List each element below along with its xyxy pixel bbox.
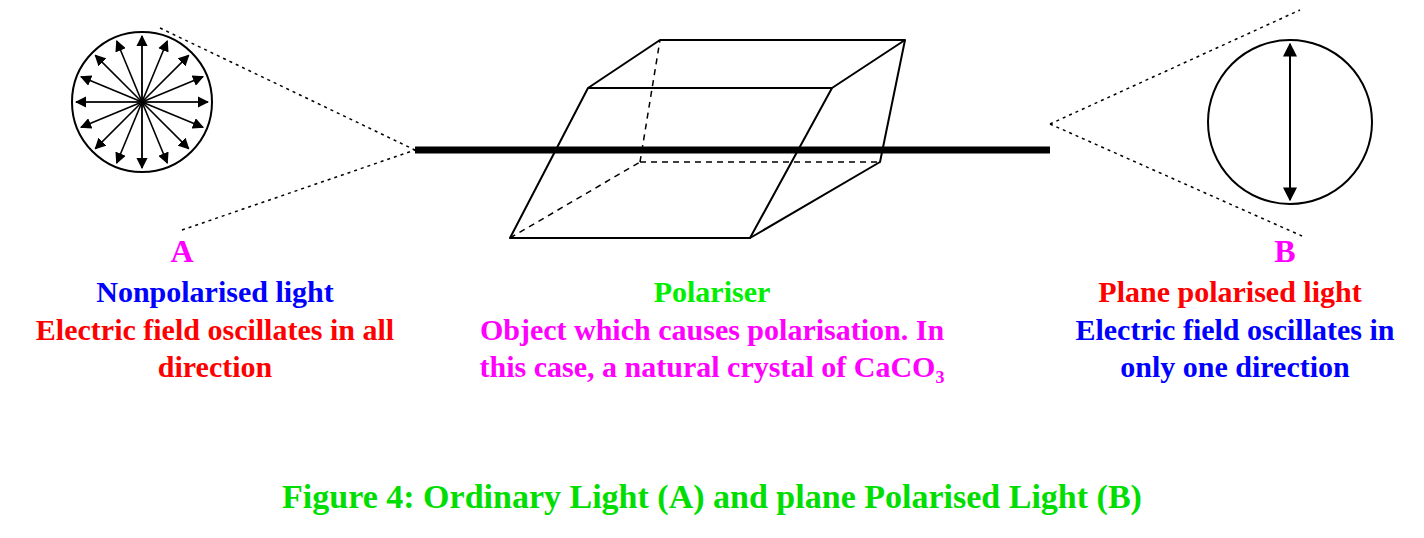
field-vector xyxy=(142,55,189,102)
light-type: Nonpolarised light xyxy=(15,274,415,311)
field-vector xyxy=(95,55,142,102)
part-letter: B xyxy=(1245,232,1325,271)
description: Object which causes polarisation. In thi… xyxy=(477,312,947,385)
field-vector xyxy=(142,102,189,149)
crystal-hidden-edges xyxy=(510,40,880,238)
field-vector xyxy=(142,102,167,163)
component-name: Polariser xyxy=(562,274,862,311)
field-vector xyxy=(141,36,142,168)
light-type: Plane polarised light xyxy=(1040,274,1420,311)
cone-line xyxy=(160,28,415,150)
calcite-crystal xyxy=(510,40,905,238)
field-vector xyxy=(117,41,142,102)
description: Electric field oscillates in only one di… xyxy=(1050,312,1420,385)
light-beam xyxy=(415,147,1050,154)
field-vector xyxy=(142,77,203,102)
field-vector xyxy=(1289,44,1291,200)
cone-line xyxy=(182,150,415,230)
description: Electric field oscillates in all directi… xyxy=(15,312,415,385)
unpolarised-circle xyxy=(72,32,212,172)
polarised-circle xyxy=(1208,40,1372,204)
part-letter: A xyxy=(142,232,222,271)
field-vectors xyxy=(76,36,208,168)
figure-caption: Figure 4: Ordinary Light (A) and plane P… xyxy=(12,476,1412,517)
field-vector xyxy=(95,102,142,149)
field-vector xyxy=(81,102,142,127)
